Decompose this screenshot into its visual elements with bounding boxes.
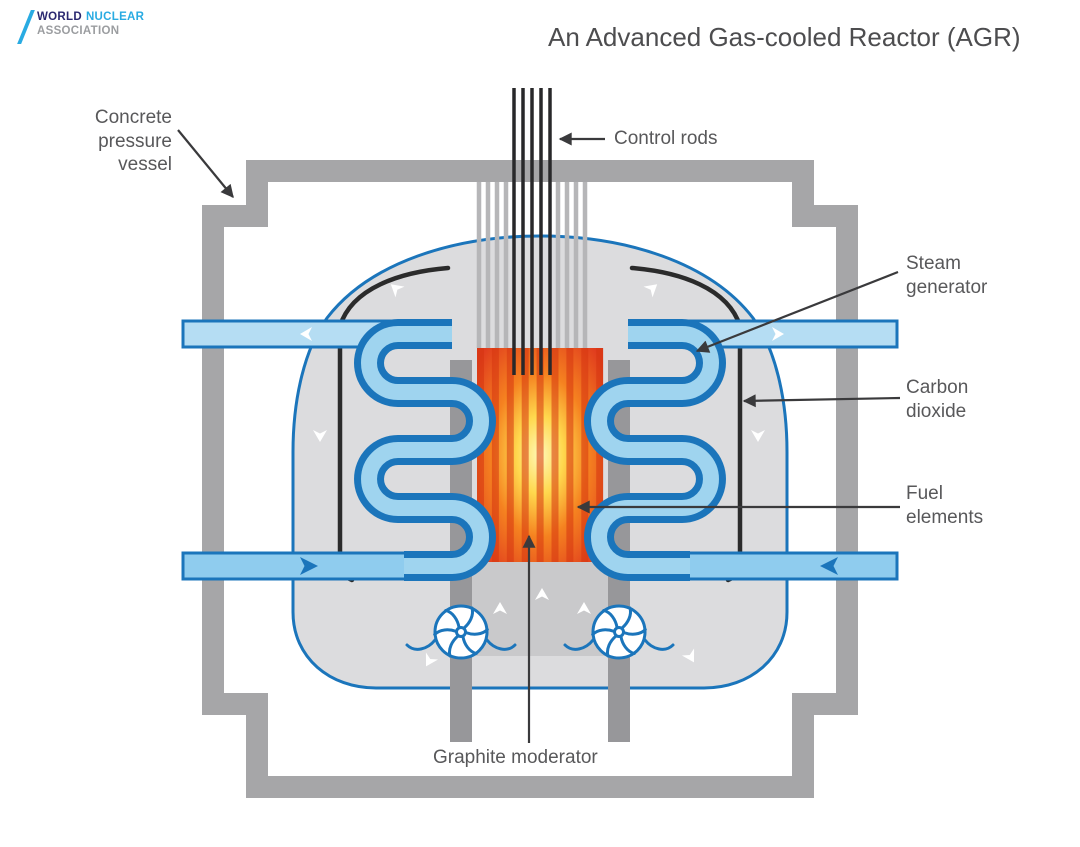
control-rods-shape (512, 88, 552, 375)
concrete-pressure-vessel-shape (202, 160, 858, 798)
steam-generator-right-coil (584, 319, 726, 581)
label-steam-generator: Steam generator (906, 253, 988, 298)
label-fuel-elements: Fuel elements (906, 483, 984, 528)
label-control-rods: Control rods (614, 128, 718, 149)
arrow-steam-generator (695, 270, 899, 353)
control-rod-guide-tubes (476, 182, 588, 348)
arrow-concrete-pressure-vessel (177, 129, 234, 199)
logo-word-association: ASSOCIATION (37, 25, 120, 38)
label-arrows (177, 129, 901, 743)
logo-word-world: WORLD (37, 11, 82, 23)
arrow-carbon-dioxide (742, 394, 901, 408)
label-graphite-moderator: Graphite moderator (433, 747, 598, 768)
page-title: An Advanced Gas-cooled Reactor (AGR) (548, 22, 1021, 52)
steam-generator-left-coil (354, 319, 496, 581)
label-carbon-dioxide: Carbon dioxide (906, 377, 969, 422)
fuel-core (477, 348, 604, 562)
logo-word-nuclear: NUCLEAR (85, 11, 145, 23)
label-concrete-pressure-vessel: Concrete pressure vessel (94, 107, 172, 176)
